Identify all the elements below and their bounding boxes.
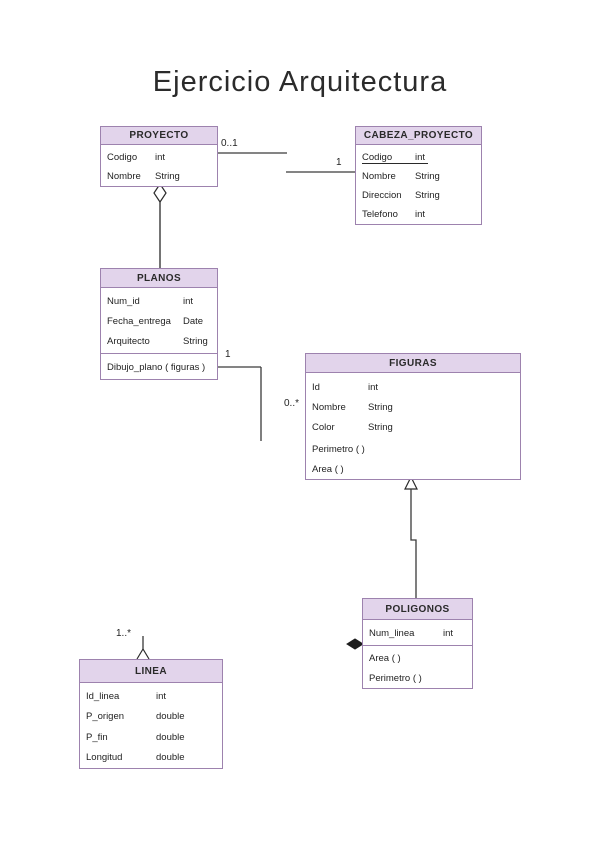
attr-type: double [156, 711, 185, 723]
attr-name: P_origen [86, 711, 125, 723]
attr-name: Num_id [107, 295, 140, 307]
attribute-row: Id_linea int [80, 686, 222, 707]
class-title-cabeza-proyecto: CABEZA_PROYECTO [356, 127, 481, 145]
attribute-row: Num_linea int [363, 623, 472, 643]
attr-name: P_fin [86, 731, 108, 743]
attribute-row: Longitud double [80, 748, 222, 769]
attr-type: int [368, 381, 379, 393]
attribute-row: Direccion String [356, 186, 481, 205]
class-box-planos: PLANOS Num_id int Fecha_entrega Date Arq… [100, 268, 218, 380]
class-box-linea: LINEA Id_linea int P_origen double P_fin… [79, 659, 223, 769]
method-row: Area ( ) [312, 463, 344, 475]
linea-connector-foot-right [142, 648, 150, 660]
attr-type: int [155, 152, 166, 163]
linea-connector-foot-left [136, 648, 144, 660]
attr-name: Color [312, 421, 335, 433]
attribute-row: Nombre String [101, 167, 217, 186]
attr-name: Nombre [312, 401, 346, 413]
attr-name: Arquitecto [107, 335, 150, 347]
compartment-divider [101, 353, 217, 354]
attr-type: double [156, 731, 185, 743]
attribute-row: Color String [306, 417, 520, 437]
class-box-figuras: FIGURAS Id int Nombre String Color Strin… [305, 353, 521, 480]
attr-type: String [368, 421, 393, 433]
attr-type: String [183, 335, 208, 347]
attr-name: Codigo [107, 152, 138, 163]
attr-name: Nombre [362, 171, 396, 182]
attr-type: double [156, 752, 185, 764]
compartment-divider [363, 645, 472, 646]
class-title-figuras: FIGURAS [306, 354, 520, 373]
class-title-linea: LINEA [80, 660, 222, 683]
attr-name: Id [312, 381, 320, 393]
attr-name: Fecha_entrega [107, 315, 171, 327]
attribute-row: P_fin double [80, 727, 222, 748]
attribute-row: Num_id int [101, 291, 217, 311]
attribute-row: Codigo int [101, 148, 217, 167]
attr-type: int [156, 690, 167, 702]
attribute-row: Nombre String [356, 167, 481, 186]
class-box-proyecto: PROYECTO Codigo int Nombre String [100, 126, 218, 187]
composition-diamond-icon [346, 638, 364, 650]
attribute-row-primary-key: Codigo int [356, 148, 481, 167]
attr-name: Nombre [107, 171, 141, 182]
attr-name: Codigo [362, 151, 393, 163]
attr-type: String [415, 171, 440, 182]
page-title: Ejercicio Arquitectura [152, 66, 448, 98]
multiplicity-linea-side: 1..* [116, 628, 132, 639]
attr-type: int [183, 295, 194, 307]
attr-name: Id_linea [86, 690, 120, 702]
attr-name: Telefono [362, 209, 398, 220]
attribute-row: Id int [306, 377, 520, 397]
attr-name: Longitud [86, 752, 123, 764]
attr-type: int [415, 209, 426, 220]
method-row: Perimetro ( ) [312, 443, 365, 455]
attr-name: Direccion [362, 190, 402, 201]
attribute-row: Arquitecto String [101, 331, 217, 351]
attr-type: Date [183, 315, 204, 327]
attribute-row: Nombre String [306, 397, 520, 417]
attr-type: String [368, 401, 393, 413]
attr-type: int [415, 151, 426, 163]
multiplicity-figuras-side: 0..* [284, 398, 300, 409]
method-row: Area ( ) [369, 652, 401, 664]
attribute-row: Fecha_entrega Date [101, 311, 217, 331]
method-row: Dibujo_plano ( figuras ) [107, 362, 206, 373]
class-box-cabeza-proyecto: CABEZA_PROYECTO Codigo int Nombre String… [355, 126, 482, 225]
attr-type: String [155, 171, 180, 182]
attr-type: int [443, 627, 454, 639]
inheritance-line-figuras-poligonos [410, 489, 417, 598]
multiplicity-proyecto-side: 0..1 [221, 138, 238, 149]
method-row: Perimetro ( ) [369, 672, 422, 684]
class-title-planos: PLANOS [101, 269, 217, 288]
attr-type: String [415, 190, 440, 201]
attribute-row: P_origen double [80, 707, 222, 728]
multiplicity-planos-side: 1 [225, 349, 231, 360]
attribute-row: Telefono int [356, 205, 481, 224]
class-title-proyecto: PROYECTO [101, 127, 217, 145]
attr-name: Num_linea [369, 627, 415, 639]
class-box-poligonos: POLIGONOS Num_linea int Area ( ) Perimet… [362, 598, 473, 689]
multiplicity-cabeza-side: 1 [336, 157, 342, 168]
class-title-poligonos: POLIGONOS [363, 599, 472, 620]
